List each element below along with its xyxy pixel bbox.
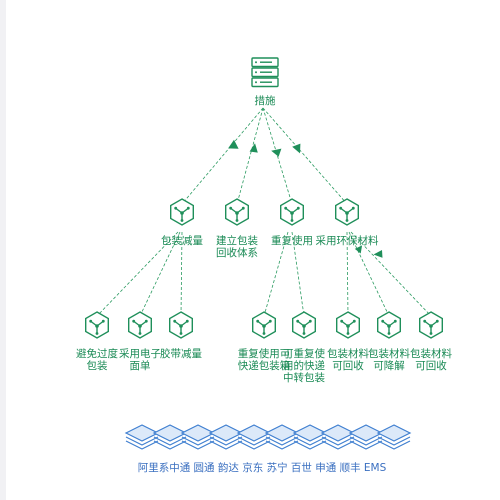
action-label-line: 可回收: [415, 359, 447, 372]
action-node-4: 重复使用可快递包装箱: [238, 311, 291, 372]
edge-m4-a7: [348, 231, 390, 317]
action-label-line: 可降解: [373, 359, 405, 372]
server-icon: [251, 57, 279, 88]
left-margin-strip: [0, 0, 6, 500]
measure-label-line: 包装减量: [161, 234, 203, 247]
action-label: 包装材料可回收: [327, 347, 369, 372]
measure-node-2: 建立包装回收体系: [216, 198, 258, 259]
action-label: 包装材料可降解: [368, 347, 410, 372]
edge-m1-a2: [139, 231, 181, 317]
action-label: 避免过度包装: [76, 347, 118, 372]
action-label-line: 包装材料: [368, 347, 410, 360]
action-node-8: 包装材料可回收: [410, 311, 452, 372]
action-label-line: 采用电子: [119, 347, 161, 360]
measure-label: 重复使用: [271, 234, 313, 247]
stack-layers-icon: [181, 424, 215, 450]
spider-icon: [169, 198, 195, 226]
spider-icon: [84, 311, 110, 339]
spider-icon: [127, 311, 153, 339]
action-node-5: 可重复使用的快递中转包装: [283, 311, 325, 384]
spider-icon: [280, 198, 304, 226]
measure-label: 包装减量: [161, 234, 203, 247]
measure-label: 建立包装回收体系: [216, 234, 258, 259]
stack-layers-icon: [321, 424, 355, 450]
edge-m1-a3: [180, 231, 183, 317]
action-label-line: 胶带减量: [160, 347, 202, 360]
edges-measures-to-actions: [96, 231, 432, 317]
edge-m4-a6: [346, 231, 349, 317]
edge-root-measure-4: [262, 107, 348, 205]
spider-icon: [336, 311, 360, 339]
courier-icon-row: [125, 424, 411, 450]
action-node-2: 采用电子面单: [119, 311, 161, 372]
edge-m1-a1: [96, 231, 179, 317]
arrowhead-3: [271, 148, 282, 157]
action-label-line: 避免过度: [76, 347, 118, 360]
edge-m4-a8: [350, 231, 432, 317]
action-label-line: 可回收: [332, 359, 364, 372]
edge-root-measure-2: [236, 107, 264, 205]
edge-m3-a5: [291, 231, 305, 317]
action-label-line: 用的快递: [283, 359, 325, 372]
measure-node-4: 采用环保材料: [316, 198, 379, 247]
arrowhead-5: [354, 245, 363, 254]
action-label-line: 包装材料: [410, 347, 452, 360]
arrowhead-4: [292, 143, 301, 154]
action-label-line: 面单: [130, 360, 151, 372]
action-label-line: 快递包装箱: [238, 359, 291, 372]
stack-layers-icon: [377, 424, 411, 450]
measure-label-line: 采用环保材料: [316, 234, 379, 247]
arrowhead-6: [373, 250, 383, 258]
measure-label: 采用环保材料: [316, 234, 379, 247]
stack-layers-icon: [293, 424, 327, 450]
action-node-3: 胶带减量: [160, 311, 202, 360]
arrowhead-2: [249, 143, 258, 153]
stack-layers-icon: [265, 424, 299, 450]
edge-m3-a4: [263, 231, 289, 317]
spider-icon: [335, 198, 359, 226]
action-label: 采用电子面单: [119, 347, 161, 372]
stack-layers-icon: [153, 424, 187, 450]
action-label: 重复使用可快递包装箱: [238, 347, 291, 372]
stack-layers-icon: [209, 424, 243, 450]
spider-icon: [251, 311, 276, 339]
stack-layers-icon: [125, 424, 159, 450]
spider-icon: [419, 311, 443, 339]
edges-root-to-measures: [181, 107, 348, 205]
courier-label: 阿里系中通 圆通 韵达 京东 苏宁 百世 申通 顺丰 EMS: [138, 461, 387, 474]
measure-node-3: 重复使用: [271, 198, 313, 247]
root-label: 措施: [255, 94, 276, 107]
action-node-6: 包装材料可回收: [327, 311, 369, 372]
stack-layers-icon: [349, 424, 383, 450]
edge-root-measure-1: [181, 107, 264, 205]
edge-root-measure-3: [262, 107, 293, 205]
spider-icon: [377, 311, 401, 339]
action-label-line: 可重复使: [283, 347, 325, 360]
stack-layers-icon: [237, 424, 271, 450]
spider-icon: [224, 198, 250, 226]
arrowhead-1: [228, 139, 239, 149]
action-node-1: 避免过度包装: [76, 311, 118, 372]
spider-icon: [168, 311, 194, 339]
measure-label-line: 建立包装: [216, 234, 258, 247]
action-label: 胶带减量: [160, 347, 202, 360]
action-label-line: 包装: [87, 359, 108, 372]
action-label: 可重复使用的快递中转包装: [283, 347, 325, 384]
spider-icon: [292, 311, 316, 339]
action-label: 包装材料可回收: [410, 347, 452, 372]
measure-node-1: 包装减量: [161, 198, 203, 247]
action-label-line: 包装材料: [327, 347, 369, 360]
edge-arrowheads: [228, 139, 383, 258]
action-node-7: 包装材料可降解: [368, 311, 410, 372]
action-label-line: 重复使用可: [238, 347, 291, 360]
measure-label-line: 重复使用: [271, 234, 313, 247]
measure-label-line: 回收体系: [216, 246, 258, 259]
root-node: 措施: [251, 57, 279, 107]
action-label-line: 中转包装: [283, 371, 325, 384]
